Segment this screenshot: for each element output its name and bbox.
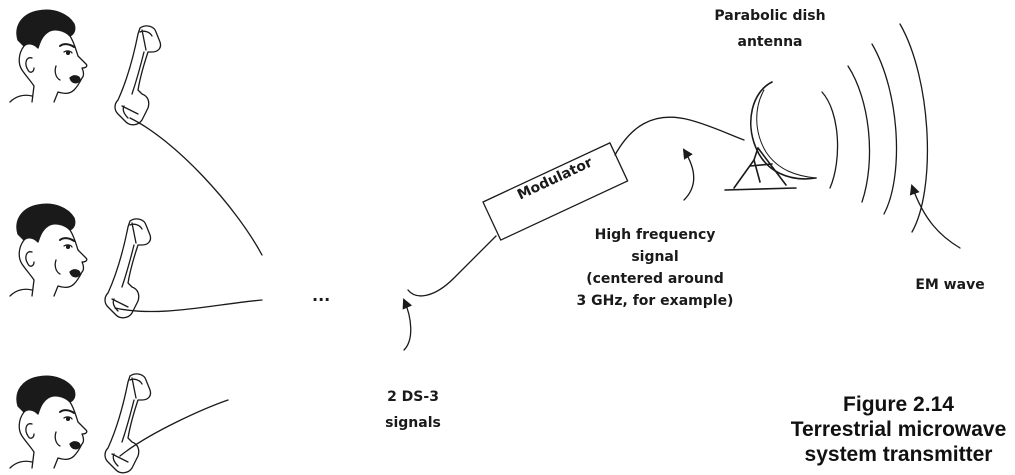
cord-3 — [119, 399, 229, 457]
figure-caption: Figure 2.14 Terrestrial microwave system… — [782, 392, 1015, 467]
modulator-box — [482, 142, 629, 241]
hf-signal-pointer — [682, 148, 695, 201]
parabolic-dish-icon — [724, 81, 817, 191]
caption-number: Figure 2.14 — [843, 393, 954, 416]
ds3-signals-label: 2 DS-3 signals — [385, 389, 441, 431]
hf-signal-line — [614, 116, 745, 156]
em-wave-label: EM wave — [915, 277, 985, 293]
telephone-handset-icon — [114, 25, 162, 126]
caller-1 — [9, 9, 162, 126]
ds3-pointer — [402, 298, 413, 351]
em-wave-arcs — [821, 23, 929, 233]
caller-2 — [9, 203, 152, 319]
caption-line-1: Terrestrial microwave — [790, 418, 1007, 441]
cord-1 — [129, 117, 263, 256]
caller-3 — [9, 373, 152, 474]
em-wave-pointer — [909, 184, 961, 249]
ds3-line — [407, 235, 497, 297]
person-head-icon — [9, 9, 88, 104]
caption-line-2: system transmitter — [804, 443, 993, 466]
high-frequency-signal-label: High frequency signal (centered around 3… — [576, 227, 734, 309]
ellipsis: ... — [312, 286, 331, 305]
antenna-label: Parabolic dish antenna — [714, 8, 826, 50]
cord-2 — [114, 299, 263, 313]
telephone-handset-icon — [104, 218, 152, 319]
telephone-handset-icon — [104, 373, 152, 474]
person-head-icon — [9, 375, 88, 469]
person-head-icon — [9, 203, 88, 297]
